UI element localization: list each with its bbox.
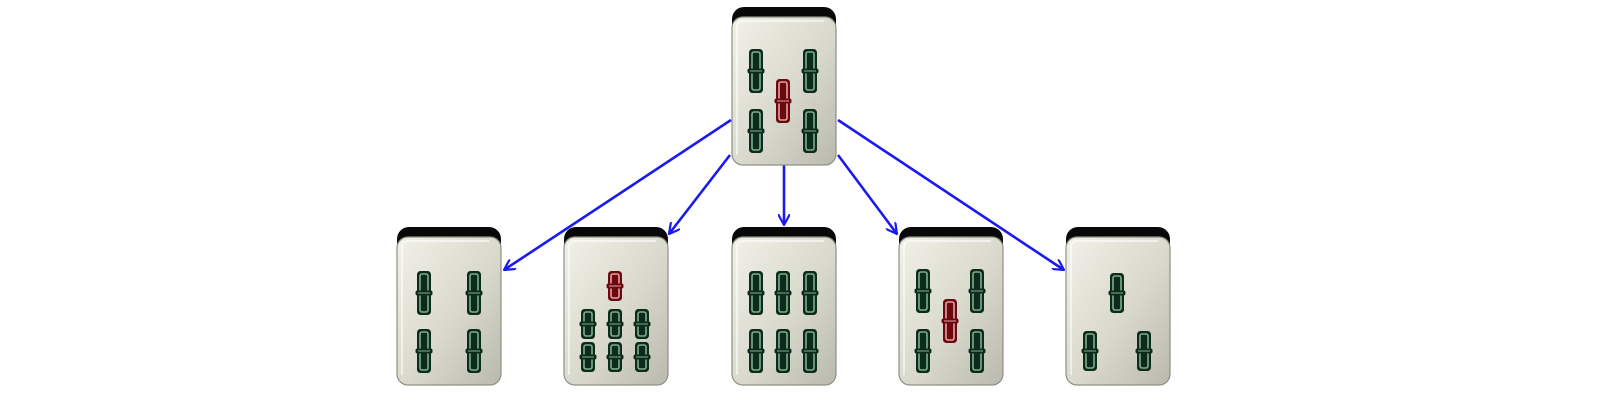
- bamboo-stick-green: [774, 271, 792, 315]
- bamboo-stick-green: [801, 49, 819, 93]
- bamboo-stick-green: [606, 309, 624, 339]
- bamboo-stick-green: [415, 329, 433, 373]
- bamboo-stick-green: [914, 329, 932, 373]
- bamboo-stick-green: [415, 271, 433, 315]
- bamboo-stick-green: [633, 342, 651, 372]
- tile-highlight: [1070, 240, 1158, 375]
- tile-child-5-3-sou: [1065, 227, 1171, 386]
- tile-root-5-sou: [731, 7, 837, 166]
- tile-highlight: [736, 20, 824, 155]
- bamboo-stick-green: [1135, 331, 1153, 371]
- tile-highlight: [736, 240, 824, 375]
- edges-layer: [504, 118, 1064, 270]
- bamboo-stick-green: [606, 342, 624, 372]
- tile-child-4-5-sou: [898, 227, 1004, 386]
- arrow-root-to-child-1: [504, 118, 732, 270]
- bamboo-stick-green: [747, 49, 765, 93]
- bamboo-stick-green: [801, 109, 819, 153]
- bamboo-stick-red: [606, 271, 624, 301]
- bamboo-stick-green: [465, 271, 483, 315]
- bamboo-stick-green: [1081, 331, 1099, 371]
- bamboo-stick-green: [774, 329, 792, 373]
- tile-child-3-6-sou: [731, 227, 837, 386]
- bamboo-stick-green: [968, 329, 986, 373]
- bamboo-stick-green: [747, 109, 765, 153]
- bamboo-stick-red: [774, 79, 792, 123]
- tile-child-2-7-sou: [563, 227, 669, 386]
- tile-highlight: [401, 240, 489, 375]
- bamboo-stick-green: [914, 269, 932, 313]
- tile-highlight: [568, 240, 656, 375]
- tiles-layer: [396, 7, 1171, 386]
- bamboo-stick-green: [968, 269, 986, 313]
- tile-face: [396, 236, 502, 386]
- bamboo-stick-green: [579, 309, 597, 339]
- bamboo-stick-green: [1108, 273, 1126, 313]
- arrow-root-to-child-4: [836, 154, 897, 234]
- bamboo-stick-green: [633, 309, 651, 339]
- bamboo-stick-green: [465, 329, 483, 373]
- bamboo-stick-green: [801, 329, 819, 373]
- bamboo-stick-green: [579, 342, 597, 372]
- bamboo-stick-green: [801, 271, 819, 315]
- arrow-root-to-child-2: [669, 154, 732, 234]
- bamboo-stick-green: [747, 271, 765, 315]
- arrow-root-to-child-5: [837, 118, 1064, 270]
- bamboo-stick-red: [941, 299, 959, 343]
- bamboo-stick-green: [747, 329, 765, 373]
- tile-highlight: [903, 240, 991, 375]
- tile-child-1-4-sou: [396, 227, 502, 386]
